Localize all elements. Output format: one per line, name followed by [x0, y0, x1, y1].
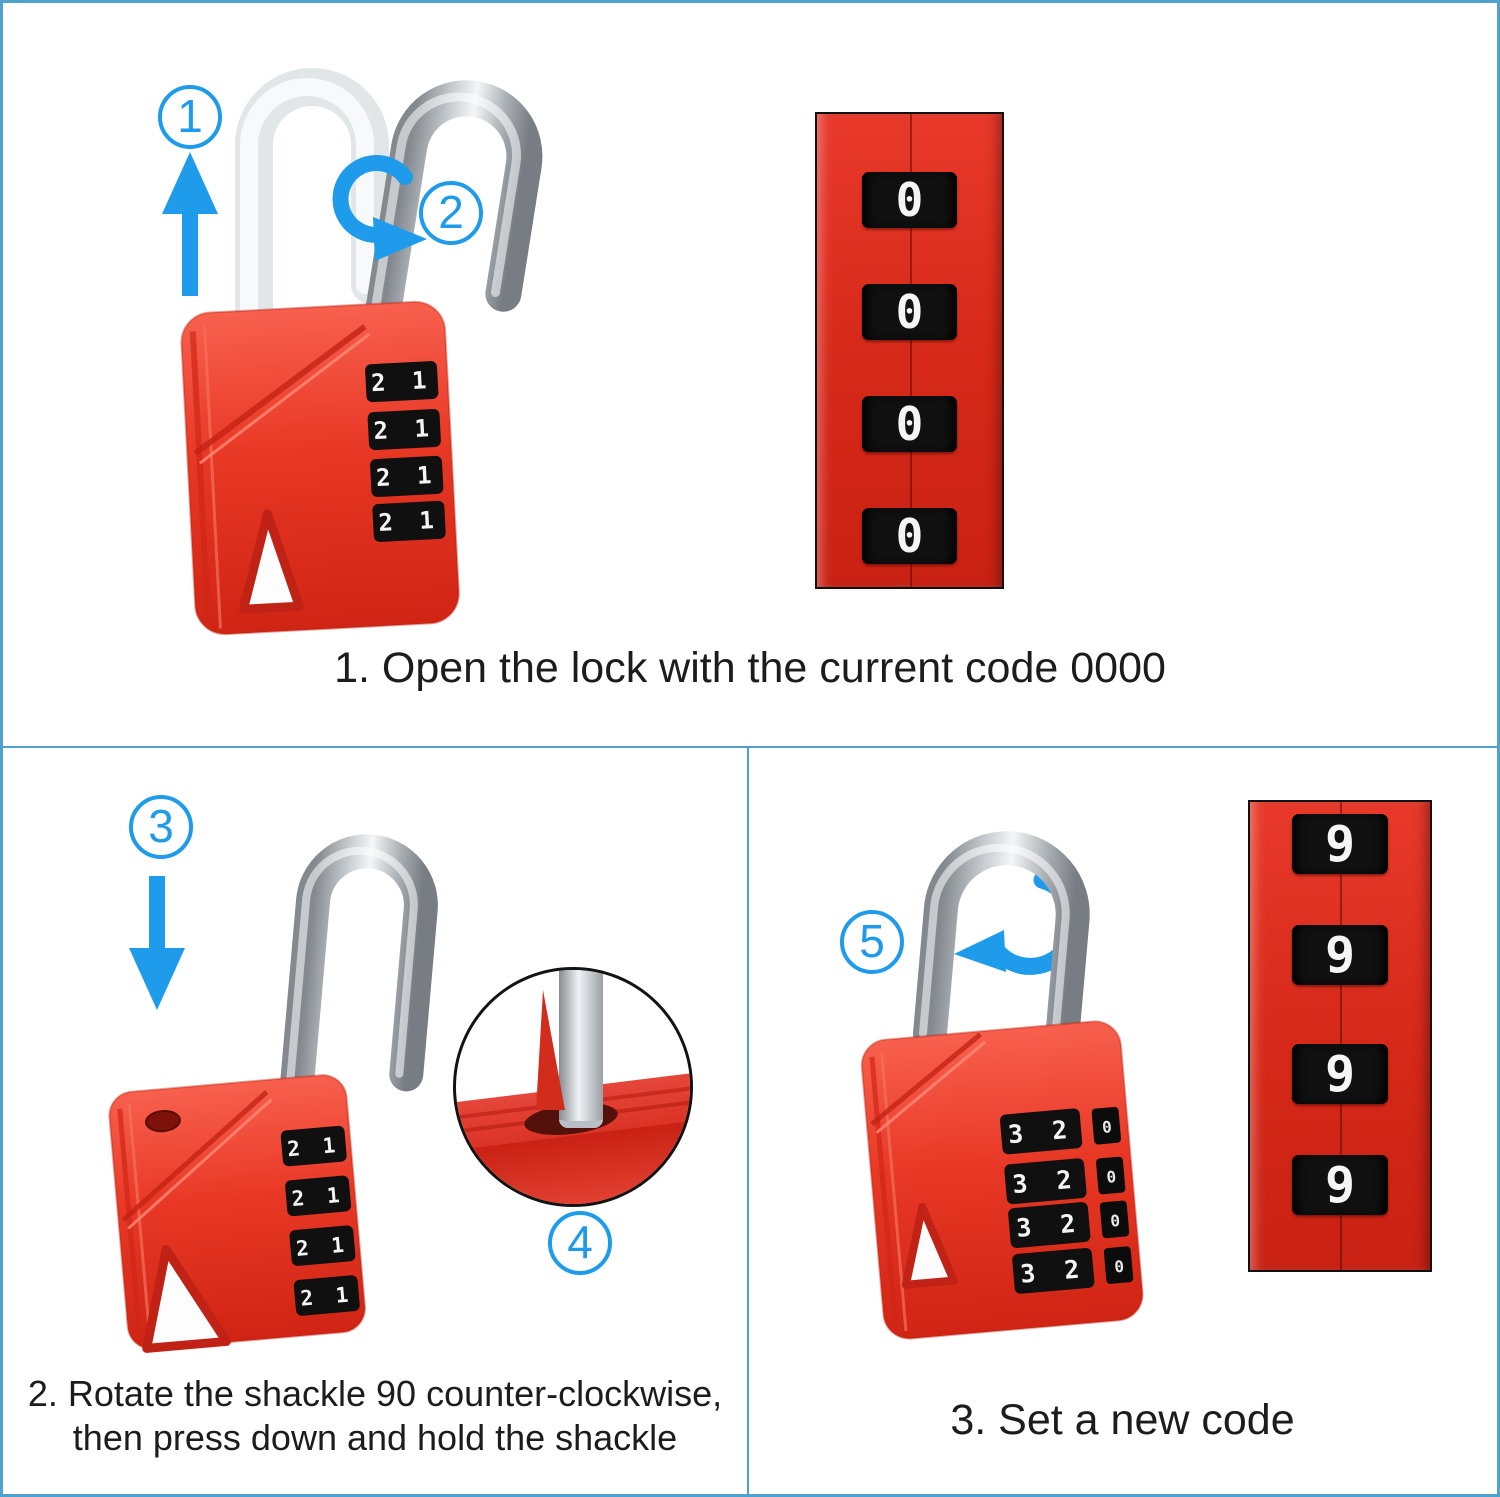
dial-digit: 3 2: [1007, 1115, 1075, 1150]
ghost-shackle: [235, 68, 389, 394]
step-badge-2: 2: [419, 181, 483, 245]
dial-digit: 0: [895, 285, 924, 339]
step-badge-1: 1: [158, 85, 222, 149]
hanger-cutout: [901, 1203, 958, 1289]
code-dial: 9: [1292, 1044, 1388, 1104]
dial-closeup-0000: 0 0 0 0: [815, 112, 1004, 589]
dial-digit: 0: [895, 397, 924, 451]
dial-digit: 2 1: [373, 414, 436, 445]
dial-digit: 3 2: [1011, 1164, 1079, 1199]
side-dials: 0 0 0 0: [1091, 1106, 1134, 1284]
padlock-open-illustration: 2 1 2 1 2 1 2 1: [180, 68, 543, 636]
rotate-cw-arrow-icon: [332, 155, 427, 261]
hanger-cutout: [238, 509, 304, 614]
code-dial: 9: [1292, 1155, 1388, 1215]
padlock-newcode-illustration: 3 2 3 2 3 2 3 2 0 0 0 0: [860, 831, 1144, 1340]
step-badge-4: 4: [548, 1211, 612, 1275]
dial-closeup-9999: 9 9 9 9: [1248, 800, 1432, 1272]
shackle-post: [559, 970, 603, 1128]
step-badge-5: 5: [840, 910, 904, 974]
dial-digit: 9: [1324, 815, 1356, 873]
caption-step-1: 1. Open the lock with the current code 0…: [334, 644, 1166, 692]
lock-body: 2 1 2 1 2 1 2 1: [108, 1074, 366, 1353]
code-dials: 3 2 3 2 3 2 3 2: [999, 1108, 1095, 1294]
code-dials: 2 1 2 1 2 1 2 1: [365, 361, 446, 542]
panel-seam: [1340, 802, 1342, 1270]
code-dial: 0: [862, 172, 957, 228]
caption-step-3: 3. Set a new code: [950, 1396, 1295, 1444]
shackle: [358, 80, 543, 373]
code-dial: 9: [1292, 925, 1388, 985]
dial-digit: 2 1: [286, 1133, 341, 1162]
panel-divider-horizontal: [0, 746, 1500, 748]
dial-digit: 0: [1106, 1167, 1117, 1187]
dial-digit: 3 2: [1015, 1208, 1083, 1243]
dial-digit: 9: [1324, 926, 1356, 984]
code-dial: 9: [1292, 814, 1388, 874]
shackle-hole: [145, 1110, 181, 1133]
red-paint-spike: [536, 990, 565, 1110]
code-dial: 0: [862, 508, 957, 564]
dial-digit: 0: [1114, 1257, 1125, 1277]
lock-body: 3 2 3 2 3 2 3 2 0 0 0 0: [860, 1020, 1144, 1340]
dial-digit: 9: [1324, 1045, 1356, 1103]
shackle-closeup: [453, 967, 693, 1207]
caption-line-2: then press down and hold the shackle: [72, 1417, 678, 1458]
shackle: [279, 834, 438, 1102]
down-arrow-icon: [129, 876, 185, 1010]
dial-digit: 9: [1324, 1156, 1356, 1214]
padlock-rotated-illustration: 2 1 2 1 2 1 2 1: [108, 834, 438, 1353]
shackle: [912, 831, 1090, 1063]
code-dials: 2 1 2 1 2 1 2 1: [280, 1125, 360, 1316]
dial-digit: 0: [1110, 1211, 1121, 1231]
panel-seam: [909, 114, 912, 587]
dial-digit: 0: [1101, 1117, 1112, 1137]
dial-digit: 2 1: [378, 506, 441, 537]
code-dial: 0: [862, 284, 957, 340]
up-arrow-icon: [162, 152, 218, 296]
lock-body: 2 1 2 1 2 1 2 1: [180, 300, 460, 636]
dial-digit: 2 1: [299, 1282, 354, 1311]
panel-divider-vertical: [747, 746, 749, 1497]
dial-digit: 0: [895, 173, 924, 227]
hanger-cutout: [142, 1244, 231, 1353]
dial-digit: 2 1: [375, 461, 438, 492]
dial-digit: 3 2: [1019, 1254, 1087, 1289]
code-dial: 0: [862, 396, 957, 452]
caption-line-1: 2. Rotate the shackle 90 counter-clockwi…: [27, 1373, 723, 1414]
dial-digit: 2 1: [370, 366, 433, 397]
dial-digit: 2 1: [295, 1232, 350, 1261]
dial-digit: 2 1: [291, 1183, 346, 1212]
caption-step-2: 2. Rotate the shackle 90 counter-clockwi…: [5, 1372, 745, 1460]
step-badge-3: 3: [129, 795, 193, 859]
dial-digit: 0: [895, 509, 924, 563]
